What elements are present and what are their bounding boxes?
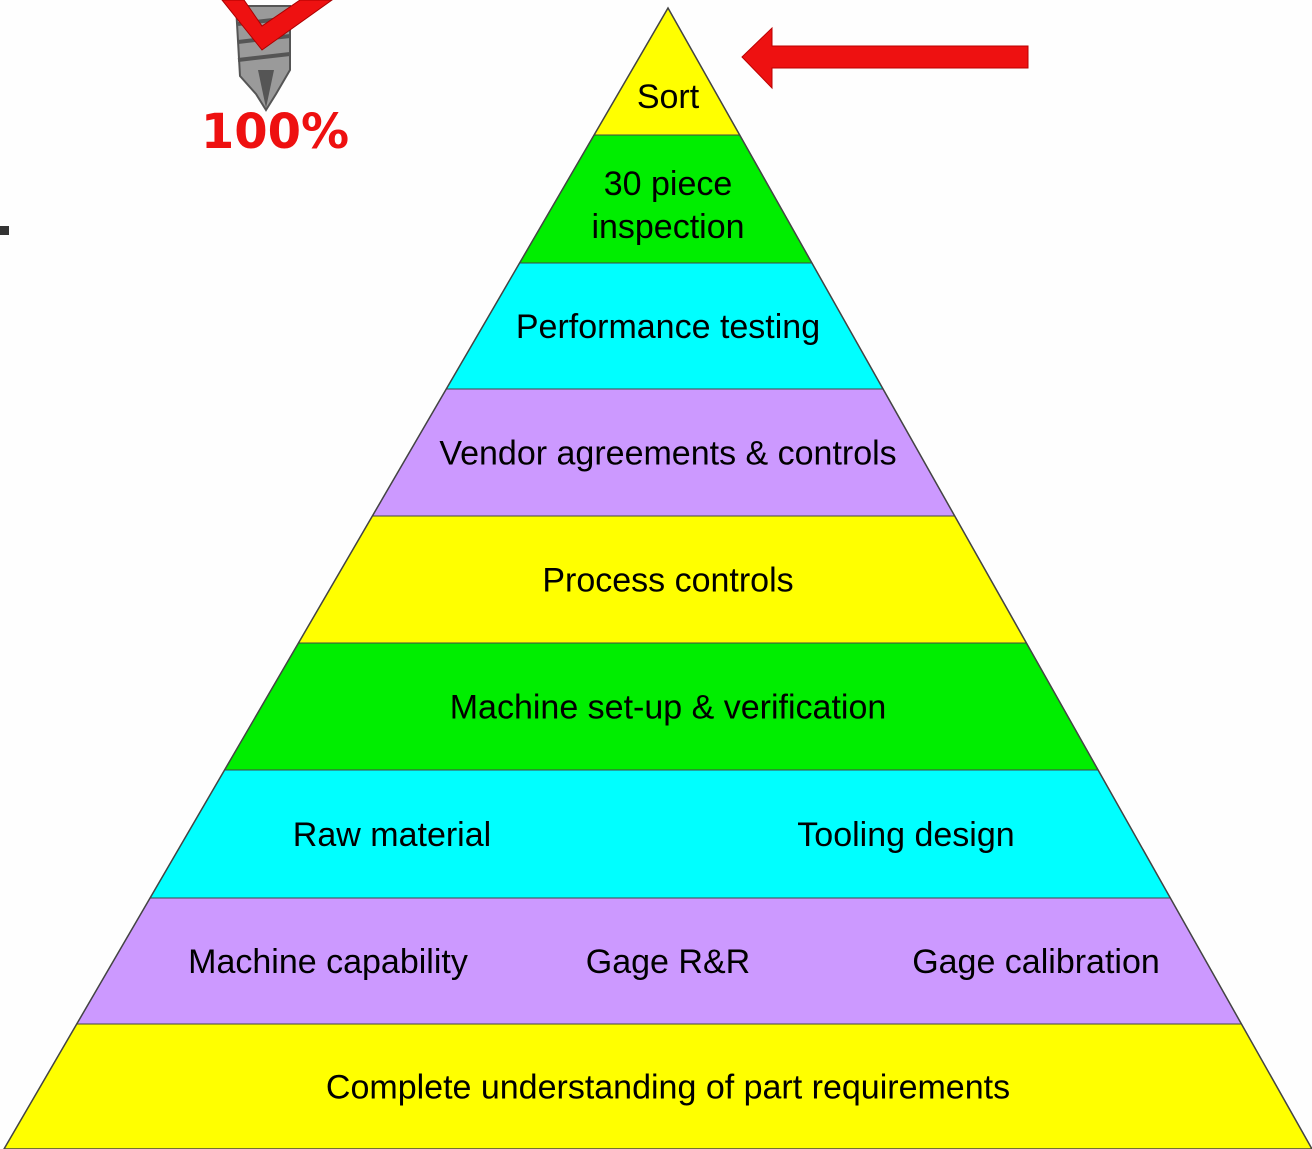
pyramid-label: Vendor agreements & controls [439, 435, 896, 473]
pyramid-label: Complete understanding of part requireme… [326, 1069, 1010, 1107]
pyramid-label: Process controls [542, 562, 793, 600]
screw-check-icon [221, 0, 333, 112]
edge-fragment [0, 226, 9, 235]
percent-label: 100% [201, 104, 349, 160]
pyramid-label: Gage R&R [586, 943, 750, 981]
pyramid-label: Gage calibration [912, 943, 1160, 981]
pyramid-label: inspection [591, 208, 744, 246]
check-mark-icon [221, 0, 333, 51]
pyramid-label: Machine set-up & verification [450, 689, 887, 727]
pyramid-label: Raw material [293, 816, 491, 854]
pointer-arrow-icon [741, 26, 1029, 90]
pyramid-label: Tooling design [797, 816, 1014, 854]
pyramid-label: Performance testing [516, 308, 820, 346]
pyramid-label: 30 piece [604, 165, 733, 203]
pyramid-outline [3, 6, 1312, 1149]
pyramid-label: Sort [637, 78, 700, 116]
pyramid-label: Machine capability [188, 943, 468, 981]
